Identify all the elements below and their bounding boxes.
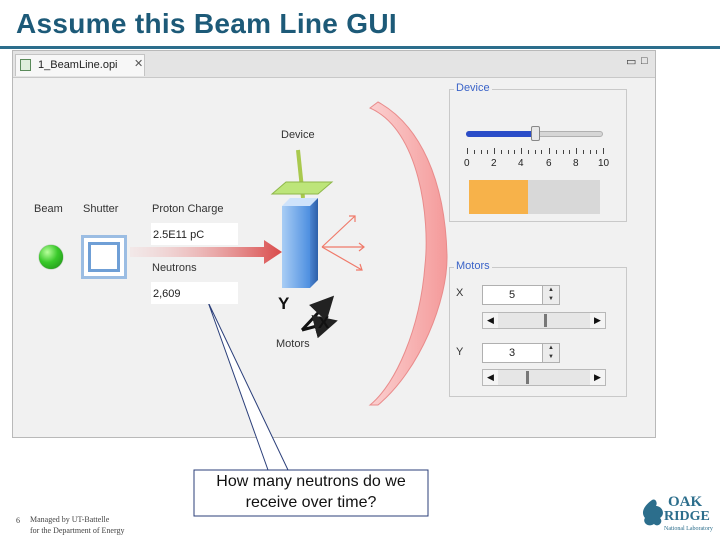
motor-x-label: X (456, 287, 464, 299)
device-plate (270, 181, 334, 195)
slider-minor-tick (541, 150, 542, 154)
shutter-toggle-button[interactable] (81, 235, 127, 279)
detector-bank (368, 101, 448, 406)
slide-title: Assume this Beam Line GUI (16, 8, 397, 39)
slider-minor-tick (487, 150, 488, 154)
callout-question: How many neutrons do we receive over tim… (216, 473, 406, 511)
beam-status-led (39, 245, 63, 269)
tab-close-icon[interactable]: ✕ (134, 58, 144, 70)
slider-minor-tick (569, 150, 570, 154)
motor-y-label: Y (456, 346, 464, 358)
slider-minor-tick (596, 150, 597, 154)
neutrons-count-field: 2,609 (151, 282, 238, 304)
slider-minor-tick (556, 150, 557, 154)
minimize-icon[interactable]: ▭ (626, 56, 637, 68)
callout-box (193, 469, 429, 517)
maximize-icon[interactable]: □ (641, 55, 648, 67)
slider-tick-label: 2 (491, 158, 497, 169)
slider-minor-tick (563, 150, 564, 154)
motor-x-scroll-thumb[interactable] (544, 314, 547, 327)
beam-arrow (130, 240, 282, 264)
motor-y-scrollbar[interactable]: ◀ ▶ (482, 369, 606, 386)
slider-tick (521, 148, 522, 154)
slider-tick-label: 4 (518, 158, 524, 169)
slider-tick-label: 10 (598, 158, 610, 169)
motor-x-scrollbar[interactable]: ◀ ▶ (482, 312, 606, 329)
motor-y-axis (300, 295, 335, 332)
scattered-neutrons-icon (321, 215, 365, 271)
logo-subtitle: National Laboratory (664, 526, 713, 532)
motor-x-axis (301, 315, 338, 339)
slider-tick (494, 148, 495, 154)
device-label: Device (281, 129, 315, 141)
motor-x-stepper-icon[interactable]: ▲▼ (542, 286, 559, 304)
slider-tick (603, 148, 604, 154)
motors-group: Motors (449, 260, 627, 397)
slider-minor-tick (535, 150, 536, 154)
slider-minor-tick (474, 150, 475, 154)
slider-tick-label: 0 (464, 158, 470, 169)
neutrons-label: Neutrons (152, 262, 197, 274)
slider-minor-tick (528, 150, 529, 154)
motor-y-stepper-icon[interactable]: ▲▼ (542, 344, 559, 362)
motor-y-spinner[interactable]: 3 ▲▼ (482, 343, 560, 363)
shutter-label: Shutter (83, 203, 119, 215)
footer-line-1: Managed by UT-Battelle (30, 515, 110, 524)
sample-cylinder-top (282, 198, 318, 206)
scroll-right-icon[interactable]: ▶ (590, 313, 605, 328)
device-progress-fill (469, 180, 528, 214)
motor-y-scroll-thumb[interactable] (526, 371, 529, 384)
y-axis-label: Y (278, 294, 290, 313)
slider-tick-label: 6 (546, 158, 552, 169)
page-number: 6 (16, 516, 20, 525)
slider-tick (549, 148, 550, 154)
beam-label: Beam (34, 203, 63, 215)
slider-minor-tick (583, 150, 584, 154)
oak-ridge-leaf-icon (642, 499, 663, 526)
footer-line-2: for the Department of Energy (30, 526, 125, 535)
motors-label: Motors (276, 338, 310, 350)
scroll-left-icon[interactable]: ◀ (483, 313, 498, 328)
scroll-left-icon[interactable]: ◀ (483, 370, 498, 385)
tab-label: 1_BeamLine.opi (38, 59, 118, 71)
device-slider-thumb[interactable] (531, 126, 540, 141)
slider-minor-tick (481, 150, 482, 154)
opi-file-icon (20, 59, 31, 71)
slider-minor-tick (514, 150, 515, 154)
motors-group-title: Motors (454, 260, 492, 272)
slider-minor-tick (508, 150, 509, 154)
device-group-title: Device (454, 82, 492, 94)
proton-charge-label: Proton Charge (152, 203, 224, 215)
sample-cylinder (282, 206, 310, 288)
x-axis-label: X (318, 313, 330, 332)
scroll-right-icon[interactable]: ▶ (590, 370, 605, 385)
device-slider-fill (466, 131, 535, 137)
logo-oak: OAK (668, 494, 703, 510)
slider-tick (576, 148, 577, 154)
slider-minor-tick (590, 150, 591, 154)
device-group: Device (449, 82, 627, 222)
title-divider (0, 46, 720, 49)
slider-tick (467, 148, 468, 154)
motor-x-spinner[interactable]: 5 ▲▼ (482, 285, 560, 305)
slider-minor-tick (501, 150, 502, 154)
proton-charge-field: 2.5E11 pC (151, 223, 238, 245)
motor-x-value: 5 (508, 289, 516, 301)
logo-ridge: RIDGE (664, 509, 710, 524)
editor-tab-strip: 1_BeamLine.opi ✕ ▭ □ (13, 51, 655, 78)
slider-tick-label: 8 (573, 158, 579, 169)
tab-beamline-opi[interactable]: 1_BeamLine.opi ✕ (15, 54, 145, 76)
sample-cylinder-side (310, 198, 318, 288)
motor-y-value: 3 (508, 347, 516, 359)
